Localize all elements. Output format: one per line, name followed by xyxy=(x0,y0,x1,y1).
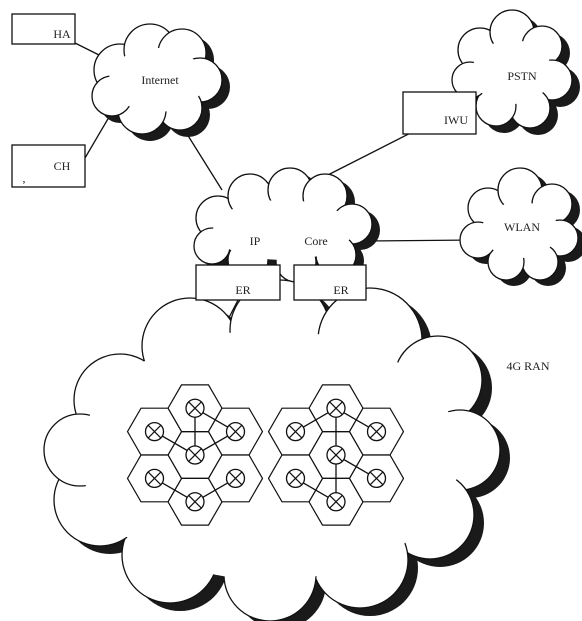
base-station-icon xyxy=(285,421,306,442)
er-left-label: ER xyxy=(235,283,250,297)
base-station-icon xyxy=(225,468,246,489)
link-ch-internet xyxy=(84,111,113,159)
base-station-icon xyxy=(225,421,246,442)
ch-label: CH xyxy=(54,159,71,173)
base-station-icon xyxy=(366,421,387,442)
ha-box: HA xyxy=(11,13,76,45)
ch-box: CH , xyxy=(11,144,86,188)
internet-label: Internet xyxy=(141,73,179,87)
base-station-icon xyxy=(326,398,346,418)
base-station-icon xyxy=(285,468,306,489)
base-station-icon xyxy=(326,445,346,465)
wlan-label: WLAN xyxy=(504,220,540,234)
base-station-icon xyxy=(185,445,205,465)
wlan-cloud: WLAN xyxy=(459,167,582,286)
ha-label: HA xyxy=(53,27,71,41)
link-core-wlan xyxy=(363,239,477,242)
ran-label: 4G RAN xyxy=(506,359,549,373)
base-station-icon xyxy=(326,492,346,512)
base-station-icon xyxy=(185,398,205,418)
ran-cloud xyxy=(43,279,510,621)
cell-cluster-right xyxy=(267,384,405,526)
er-right-box: ER xyxy=(293,264,367,301)
pstn-cloud: PSTN xyxy=(451,9,580,135)
internet-cloud: Internet xyxy=(91,23,230,141)
base-station-icon xyxy=(185,492,205,512)
stray-mark: , xyxy=(23,171,26,185)
base-station-icon xyxy=(144,421,165,442)
core-label: Core xyxy=(304,234,327,248)
er-left-box: ER xyxy=(195,264,281,301)
cell-clusters xyxy=(126,384,405,526)
cell-cluster-left xyxy=(126,384,264,526)
ip-label: IP xyxy=(250,234,261,248)
er-right-label: ER xyxy=(333,283,348,297)
iwu-label: IWU xyxy=(444,113,468,127)
pstn-label: PSTN xyxy=(507,69,537,83)
base-station-icon xyxy=(366,468,387,489)
iwu-box: IWU xyxy=(402,91,477,135)
base-station-icon xyxy=(144,468,165,489)
